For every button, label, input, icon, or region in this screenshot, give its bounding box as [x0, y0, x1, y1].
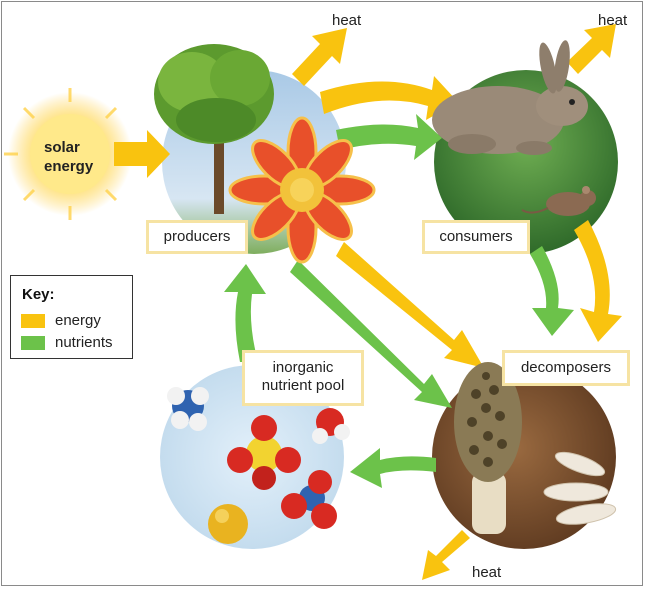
- arrow-producers-to-consumers-energy: [320, 76, 458, 120]
- key-item-nutrients: nutrients: [21, 334, 113, 351]
- energy-arrows: [114, 24, 622, 580]
- rabbit-illustration: [432, 40, 588, 155]
- ion-sphere: [208, 504, 248, 544]
- pool-label-line2: nutrient pool: [261, 377, 345, 394]
- ammonium-molecule: [167, 387, 209, 431]
- grubs-illustration: [543, 451, 617, 525]
- key-item-energy-label: energy: [55, 312, 101, 329]
- solar-energy-label: solar energy: [44, 138, 93, 176]
- molecules-illustration: [167, 387, 350, 544]
- nutrients-swatch: [21, 335, 45, 350]
- heat-label-top-right: heat: [598, 12, 628, 29]
- arrow-decomposers-to-pool: [350, 448, 436, 488]
- arrow-consumers-heat: [567, 24, 616, 74]
- tree-illustration: [154, 44, 274, 214]
- arrow-producers-heat: [292, 28, 347, 86]
- producers-label: producers: [146, 220, 248, 254]
- arrow-decomposers-heat: [422, 530, 470, 580]
- heat-label-bottom: heat: [472, 564, 502, 581]
- heat-label-top: heat: [332, 12, 362, 29]
- legend-key: Key: energy nutrients: [10, 275, 133, 359]
- energy-swatch: [21, 313, 45, 328]
- sulfate-molecule: [227, 415, 301, 490]
- pool-label-line1: inorganic: [272, 359, 334, 376]
- nitrate-molecule: [281, 470, 337, 529]
- key-item-nutrients-label: nutrients: [55, 334, 113, 351]
- arrow-sun-to-producers: [114, 130, 170, 178]
- inorganic-nutrient-pool-label: inorganic nutrient pool: [242, 350, 364, 406]
- arrow-pool-to-producers: [224, 264, 266, 362]
- sun: [4, 88, 136, 220]
- arrow-producers-to-consumers-nutrients: [336, 114, 442, 160]
- arrow-producers-to-decomposers-energy: [336, 242, 484, 368]
- morel-mushroom-illustration: [454, 362, 522, 534]
- consumers-label: consumers: [422, 220, 530, 254]
- nutrient-arrows: [224, 114, 574, 488]
- key-title: Key:: [22, 286, 55, 303]
- arrow-consumers-to-decomposers-nutrients: [530, 246, 574, 336]
- arrow-consumers-to-decomposers-energy: [574, 220, 622, 342]
- mouse-illustration: [521, 186, 596, 216]
- water-molecule: [312, 408, 350, 444]
- arrow-producers-to-decomposers-nutrients: [290, 260, 452, 408]
- flower-illustration: [228, 116, 376, 264]
- decomposers-label: decomposers: [502, 350, 630, 386]
- solar-label-line2: energy: [44, 158, 94, 175]
- solar-label-line1: solar: [44, 139, 80, 156]
- key-item-energy: energy: [21, 312, 101, 329]
